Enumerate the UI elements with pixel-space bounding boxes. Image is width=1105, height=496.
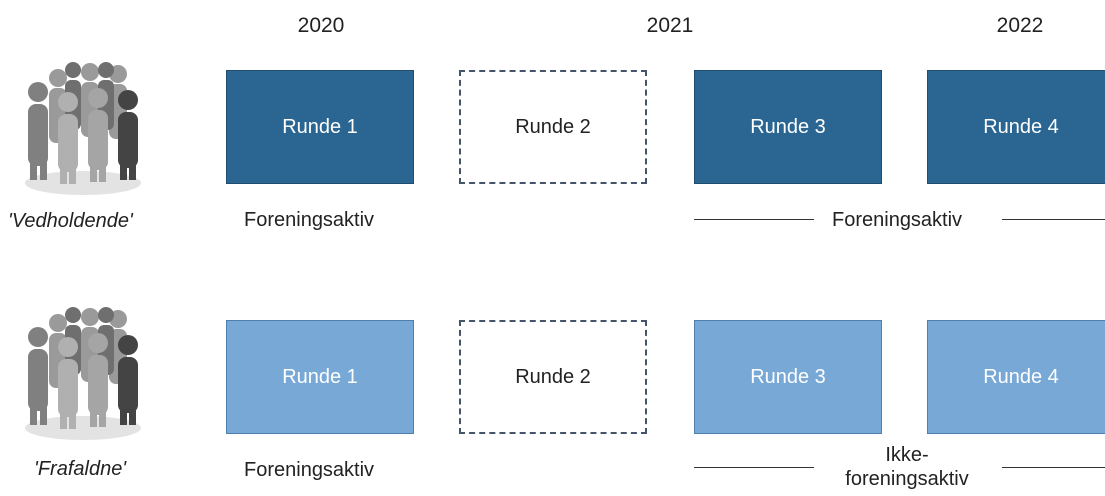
year-2022: 2022 xyxy=(996,14,1044,37)
people-group-icon xyxy=(25,307,141,440)
status-line-left xyxy=(694,467,814,468)
status-line-right xyxy=(1002,219,1105,220)
status-right-line2: foreningsaktiv xyxy=(845,468,969,490)
round-box-4: Runde 4 xyxy=(927,70,1105,184)
group-label-frafaldne: 'Frafaldne' xyxy=(34,458,127,480)
status-line-right xyxy=(1002,467,1105,468)
round-box-3: Runde 3 xyxy=(694,320,882,434)
status-left-frafaldne: Foreningsaktiv xyxy=(244,459,375,481)
people-group-icon xyxy=(25,62,141,195)
round-box-3: Runde 3 xyxy=(694,70,882,184)
round-box-1: Runde 1 xyxy=(226,320,414,434)
status-right-vedholdende: Foreningsaktiv xyxy=(832,209,963,231)
status-line-left xyxy=(694,219,814,220)
status-right-frafaldne: Ikke- foreningsaktiv xyxy=(832,443,982,491)
group-label-vedholdende: 'Vedholdende' xyxy=(8,210,133,232)
year-2021: 2021 xyxy=(646,14,694,37)
status-right-line1: Ikke- xyxy=(885,444,929,466)
status-left-vedholdende: Foreningsaktiv xyxy=(244,209,375,231)
round-box-1: Runde 1 xyxy=(226,70,414,184)
round-box-4: Runde 4 xyxy=(927,320,1105,434)
round-box-2: Runde 2 xyxy=(459,320,647,434)
round-box-2: Runde 2 xyxy=(459,70,647,184)
year-2020: 2020 xyxy=(297,14,345,37)
